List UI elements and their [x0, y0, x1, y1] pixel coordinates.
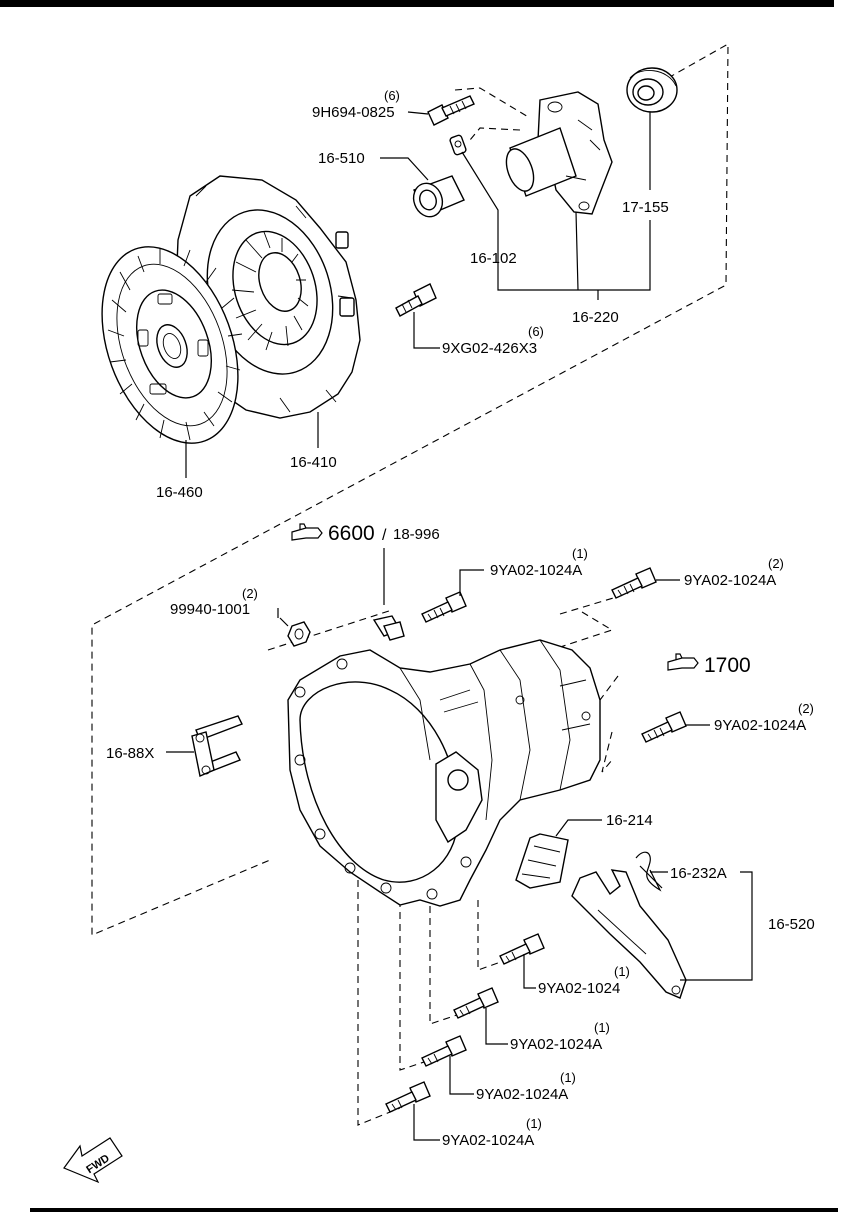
reference-6600: 6600 / 18-996: [291, 522, 440, 545]
upper-assembly-dashed-outline: [91, 43, 729, 936]
reference-1700: 1700: [667, 653, 751, 677]
label-16-460: 16-460: [156, 484, 203, 501]
label-bolt-lower-3: 9YA02-1024A: [476, 1086, 568, 1103]
release-fork-16-520: [571, 869, 687, 999]
label-18-996: 18-996: [393, 526, 440, 543]
qty-99940: (2): [242, 586, 258, 601]
bolt-9xg02-426x3: [395, 283, 437, 317]
bolt-9ya02-1024a-top-center: [421, 591, 467, 623]
bracket-18-996: [372, 615, 405, 641]
ref-separator: /: [382, 527, 387, 544]
label-17-155: 17-155: [622, 199, 669, 216]
qty-bolt-lower-4: (1): [526, 1116, 542, 1131]
dust-boot-16-214: [515, 833, 569, 889]
clutch-disc-16-460: [101, 246, 243, 444]
label-16-88x: 16-88X: [106, 745, 154, 762]
ref-number-1700: 1700: [704, 654, 751, 677]
clutch-cover-16-410: [175, 175, 361, 419]
label-bolt-top-center: 9YA02-1024A: [490, 562, 582, 579]
qty-bolt-lower-1: (1): [614, 964, 630, 979]
qty-bolt-top-right: (2): [768, 556, 784, 571]
bolt-9ya02-1024a-lower-4: [385, 1081, 431, 1113]
label-bolt-lower-1: 9YA02-1024: [538, 980, 620, 997]
qty-9h694: (6): [384, 88, 400, 103]
transmission-case: [287, 639, 601, 907]
pilot-bearing-16-510: [412, 175, 465, 218]
bolt-9ya02-1024a-lower-3: [421, 1035, 467, 1067]
pointing-hand-icon: [667, 653, 699, 671]
fwd-arrow-icon: FWD: [63, 1137, 123, 1184]
leader-lines: [166, 111, 753, 1141]
label-99940-1001: 99940-1001: [170, 601, 250, 618]
top-border-bar: [0, 0, 834, 7]
bottom-border-bar: [30, 1208, 838, 1212]
label-16-220: 16-220: [572, 309, 619, 326]
label-bolt-right-mid: 9YA02-1024A: [714, 717, 806, 734]
nut-99940-1001: [287, 621, 311, 647]
qty-bolt-lower-3: (1): [560, 1070, 576, 1085]
bolt-9ya02-1024a-top-right: [611, 567, 657, 599]
stud-16-88x: [191, 715, 243, 777]
qty-bolt-right-mid: (2): [798, 701, 814, 716]
label-16-520: 16-520: [768, 916, 815, 933]
pointing-hand-icon: [291, 523, 323, 541]
label-16-102: 16-102: [470, 250, 517, 267]
lower-assembly-dashed-outline: [267, 595, 621, 1126]
bolt-9ya02-1024-lower-1: [499, 933, 545, 965]
label-9h694-0825: 9H694-0825: [312, 104, 395, 121]
release-collar-16-220: [505, 91, 613, 215]
label-bolt-lower-2: 9YA02-1024A: [510, 1036, 602, 1053]
fwd-label: FWD: [84, 1152, 112, 1176]
label-16-410: 16-410: [290, 454, 337, 471]
qty-9xg02: (6): [528, 324, 544, 339]
release-bearing-17-155: [626, 67, 678, 113]
label-bolt-lower-4: 9YA02-1024A: [442, 1132, 534, 1149]
label-bolt-top-right: 9YA02-1024A: [684, 572, 776, 589]
bolt-9ya02-1024a-lower-2: [453, 987, 499, 1019]
clip-16-102: [449, 134, 467, 156]
label-16-214: 16-214: [606, 812, 653, 829]
label-16-232a: 16-232A: [670, 865, 727, 882]
label-16-510: 16-510: [318, 150, 365, 167]
label-9xg02-426x3: 9XG02-426X3: [442, 340, 537, 357]
ref-number-6600: 6600: [328, 522, 375, 545]
spring-16-232a: [635, 851, 663, 892]
bolt-9h694-0825: [427, 95, 475, 126]
qty-bolt-lower-2: (1): [594, 1020, 610, 1035]
bolt-9ya02-1024a-right-mid: [641, 711, 687, 743]
qty-bolt-top-center: (1): [572, 546, 588, 561]
